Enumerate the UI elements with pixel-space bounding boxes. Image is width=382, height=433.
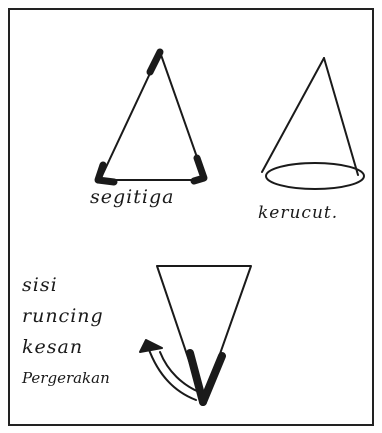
note-line-1: sisi [22,270,110,301]
triangle-figure [98,52,205,182]
movement-arrow-head [140,340,162,352]
sharp-side-right-mark [203,356,222,402]
cone-figure [262,58,364,189]
label-segitiga: segitiga [90,186,174,208]
cone-left-side [262,58,324,172]
inverted-triangle-figure [140,266,251,402]
note-line-3: kesan [22,332,110,363]
triangle-right-corner-mark [194,158,204,181]
sharp-side-left-mark [190,353,203,402]
inverted-triangle-outline [157,266,251,402]
note-line-2: runcing [22,301,110,332]
cone-right-side [324,58,358,175]
triangle-apex-mark [150,52,160,72]
annotation-note: sisi runcing kesan Pergerakan [22,270,110,394]
note-line-4: Pergerakan [22,363,110,394]
cone-base [266,163,364,189]
label-kerucut: kerucut. [258,203,338,223]
